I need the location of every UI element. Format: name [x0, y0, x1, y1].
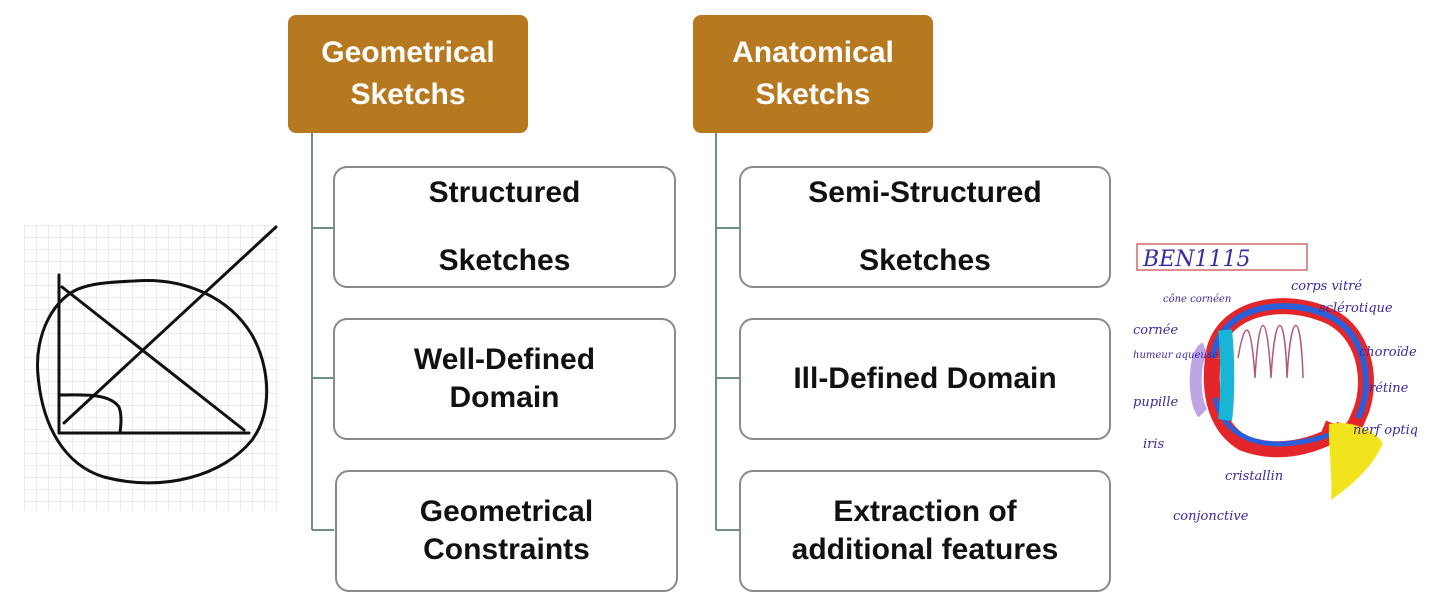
- geometrical-sketch-image: [24, 225, 278, 510]
- geometrical-sketchs-header: Geometrical Sketchs: [288, 15, 528, 133]
- sketch-tag-text: BEN1115: [1142, 247, 1250, 272]
- extraction-features-node: Extraction of additional features: [739, 470, 1111, 592]
- label-humeur-aqueuse: humeur aqueuse: [1133, 350, 1218, 361]
- label-choroide: choroïde: [1359, 345, 1417, 360]
- label-cornee: cornée: [1133, 323, 1178, 338]
- well-defined-domain-node: Well-Defined Domain: [333, 318, 676, 440]
- label-sclerotique: sclérotique: [1319, 301, 1393, 316]
- anatomical-sketch-image: BEN1115 corps vitré sclérotique choroïde…: [1133, 238, 1417, 534]
- geometrical-constraints-node: Geometrical Constraints: [335, 470, 678, 592]
- label-nerf-optique: nerf optique: [1353, 423, 1417, 438]
- label-retine: rétine: [1369, 381, 1409, 396]
- label-conjonctive: conjonctive: [1173, 509, 1249, 524]
- label-iris: iris: [1143, 437, 1165, 452]
- label-cone-corneen: cône cornéen: [1163, 294, 1231, 305]
- anatomical-sketchs-header: Anatomical Sketchs: [693, 15, 933, 133]
- label-corps-vitre: corps vitré: [1291, 279, 1362, 294]
- ill-defined-domain-node: Ill-Defined Domain: [739, 318, 1111, 440]
- semi-structured-sketches-node: Semi-Structured Sketches: [739, 166, 1111, 288]
- label-pupille: pupille: [1133, 395, 1178, 410]
- label-cristallin: cristallin: [1225, 469, 1283, 484]
- structured-sketches-node: Structured Sketches: [333, 166, 676, 288]
